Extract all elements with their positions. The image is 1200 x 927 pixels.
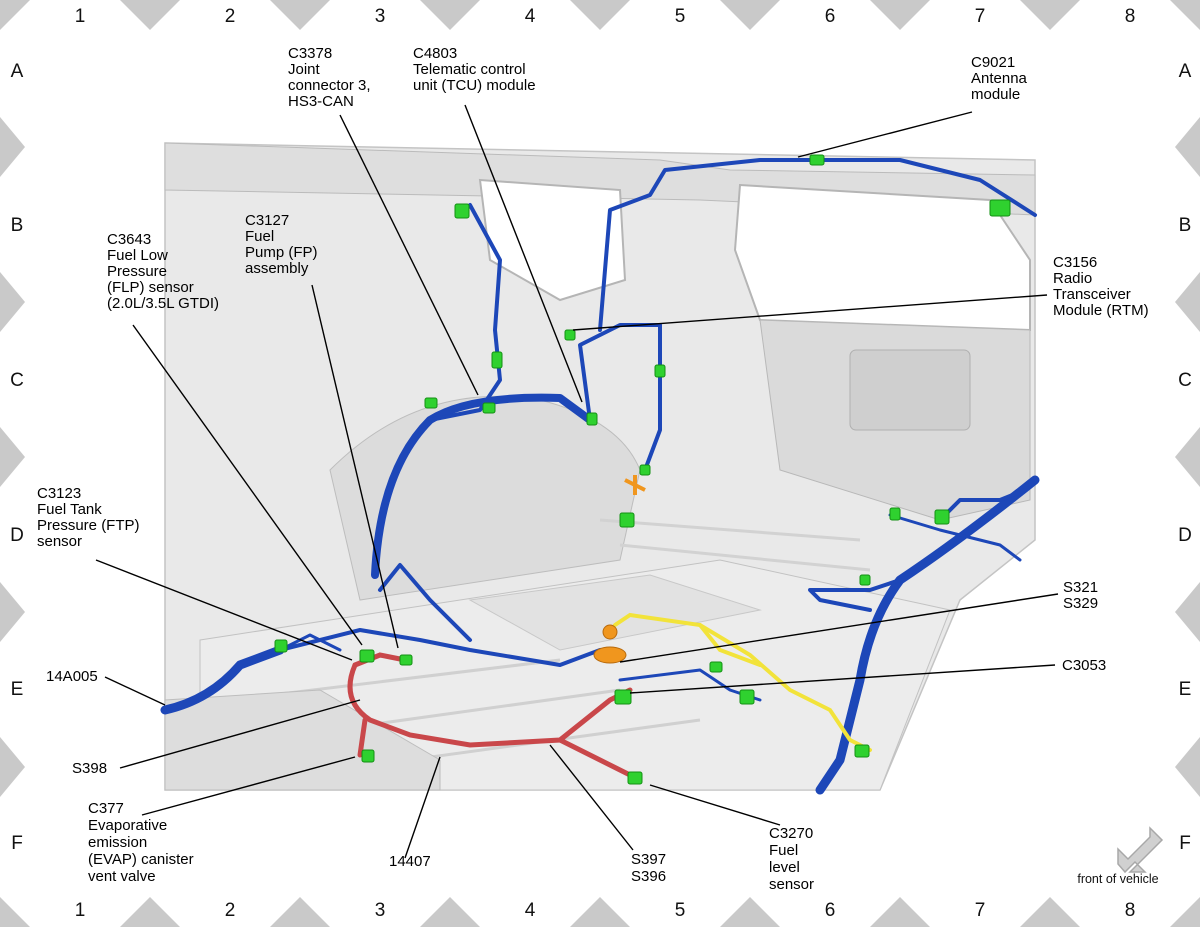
blue-harness [160, 158, 1040, 795]
vehicle-body-illustration [164, 142, 1036, 791]
orientation-label: front of vehicle [1077, 872, 1158, 886]
grid-column-labels-top: 1 2 3 4 5 6 7 8 [75, 6, 1136, 27]
grid-col-label: 7 [975, 6, 986, 27]
callout-c3643: C3643 Fuel Low Pressure (FLP) sensor (2.… [107, 231, 219, 312]
grid-col-label: 2 [225, 6, 236, 27]
grid-row-label: C [1178, 370, 1192, 391]
callout-c3270: C3270 Fuel level sensor [769, 825, 817, 893]
yellow-harness [613, 612, 872, 752]
callout-s321-s329: S321 S329 [1063, 579, 1102, 612]
grid-row-label: B [1179, 215, 1192, 236]
grid-col-label: 8 [1125, 900, 1136, 921]
callout-14407: 14407 [389, 853, 431, 870]
splice-markers [593, 475, 646, 664]
grid-row-label: A [11, 61, 24, 82]
callout-14a005: 14A005 [46, 668, 98, 685]
grid-col-label: 6 [825, 6, 836, 27]
grid-column-labels-bottom: 1 2 3 4 5 6 7 8 [75, 900, 1136, 921]
grid-row-label: E [1179, 679, 1192, 700]
grid-row-label: F [1179, 833, 1191, 854]
connector-markers [274, 154, 1011, 785]
grid-col-label: 5 [675, 6, 686, 27]
grid-row-label: F [11, 833, 23, 854]
grid-col-label: 3 [375, 6, 386, 27]
grid-col-label: 3 [375, 900, 386, 921]
callout-c3123: C3123 Fuel Tank Pressure (FTP) sensor [37, 485, 144, 550]
callout-c4803: C4803 Telematic control unit (TCU) modul… [413, 45, 536, 94]
grid-col-label: 2 [225, 900, 236, 921]
grid-col-label: 4 [525, 900, 536, 921]
grid-col-label: 5 [675, 900, 686, 921]
grid-col-label: 6 [825, 900, 836, 921]
red-harness [347, 652, 633, 778]
grid-col-label: 1 [75, 900, 86, 921]
grid-row-label: D [10, 525, 24, 546]
callout-c3127: C3127 Fuel Pump (FP) assembly [245, 212, 322, 277]
grid-row-label: B [11, 215, 24, 236]
callout-s397-s396: S397 S396 [631, 851, 670, 885]
grid-row-labels-left: A B C D E F [10, 61, 24, 854]
callout-c377: C377 Evaporative emission (EVAP) caniste… [88, 800, 198, 885]
grid-row-label: A [1179, 61, 1192, 82]
callout-c3378: C3378 Joint connector 3, HS3-CAN [288, 45, 375, 110]
leader-lines [95, 104, 1059, 859]
grid-row-label: D [1178, 525, 1192, 546]
grid-col-label: 4 [525, 6, 536, 27]
arrow-down-left-icon [1117, 826, 1164, 874]
callout-c9021: C9021 Antenna module [971, 54, 1031, 103]
grid-row-label: C [10, 370, 24, 391]
grid-col-label: 7 [975, 900, 986, 921]
grid-row-labels-right: A B C D E F [1178, 61, 1192, 854]
callout-c3156: C3156 Radio Transceiver Module (RTM) [1053, 254, 1149, 319]
grid-col-label: 8 [1125, 6, 1136, 27]
callout-c3053: C3053 [1062, 657, 1106, 674]
grid-row-label: E [11, 679, 24, 700]
callout-s398: S398 [72, 760, 107, 777]
grid-col-label: 1 [75, 6, 86, 27]
